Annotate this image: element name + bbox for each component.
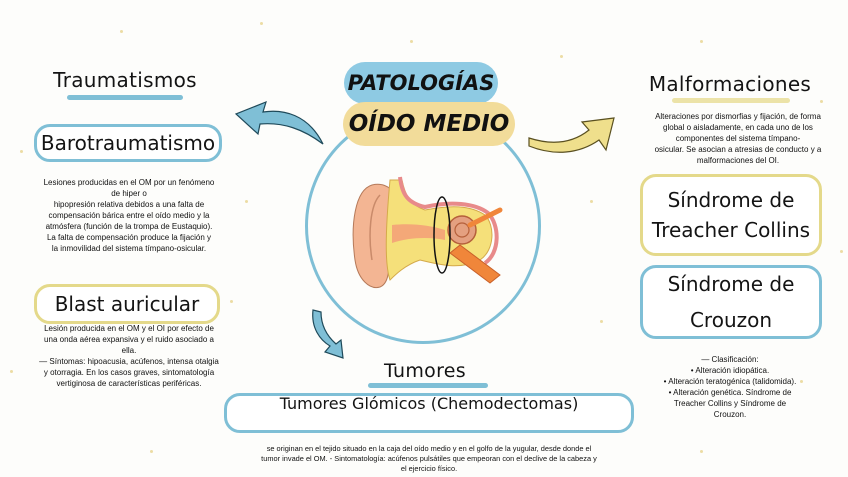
tumores-glomicos-label: Tumores Glómicos (Chemodectomas) (279, 394, 579, 413)
tumores-description: se originan en el tejido situado en la c… (261, 444, 597, 473)
blast-auricular-label: Blast auricular (54, 292, 200, 316)
tumores-underline (368, 383, 488, 388)
malformaciones-heading: Malformaciones (648, 72, 812, 96)
barotraumatismo-box: Barotraumatismo (34, 124, 222, 162)
title-badge-patologias: PATOLOGÍAS (344, 62, 498, 104)
ear-anatomy-icon (350, 165, 510, 300)
malformaciones-classification: — Clasificación: • Alteración idiopática… (663, 355, 797, 419)
arrow-right-icon (524, 108, 619, 158)
crouzon-line2: Crouzon (689, 308, 773, 332)
treacher-collins-line2: Treacher Collins (651, 218, 811, 242)
blast-auricular-box: Blast auricular (34, 284, 220, 324)
crouzon-box: Síndrome de Crouzon (640, 265, 822, 339)
arrow-down-icon (305, 308, 350, 363)
traumatismos-underline (67, 95, 183, 100)
treacher-collins-line1: Síndrome de (667, 188, 795, 212)
arrow-left-icon (228, 84, 328, 156)
barotraumatismo-label: Barotraumatismo (40, 131, 216, 155)
tumores-heading: Tumores (384, 360, 466, 382)
barotraumatismo-description: Lesiones producidas en el OM por un fenó… (43, 178, 215, 253)
title-line1: PATOLOGÍAS (347, 71, 495, 95)
malformaciones-underline (672, 98, 790, 103)
crouzon-line1: Síndrome de (667, 272, 795, 296)
title-line2: OÍDO MEDIO (348, 111, 510, 137)
title-badge-oido-medio: OÍDO MEDIO (343, 102, 515, 146)
traumatismos-heading: Traumatismos (53, 68, 197, 92)
blast-auricular-description: Lesión producida en el OM y el OI por ef… (39, 324, 219, 388)
treacher-collins-box: Síndrome de Treacher Collins (640, 174, 822, 256)
malformaciones-description: Alteraciones por dismorfias y fijación, … (654, 112, 822, 165)
tumores-glomicos-box: Tumores Glómicos (Chemodectomas) (224, 393, 634, 433)
